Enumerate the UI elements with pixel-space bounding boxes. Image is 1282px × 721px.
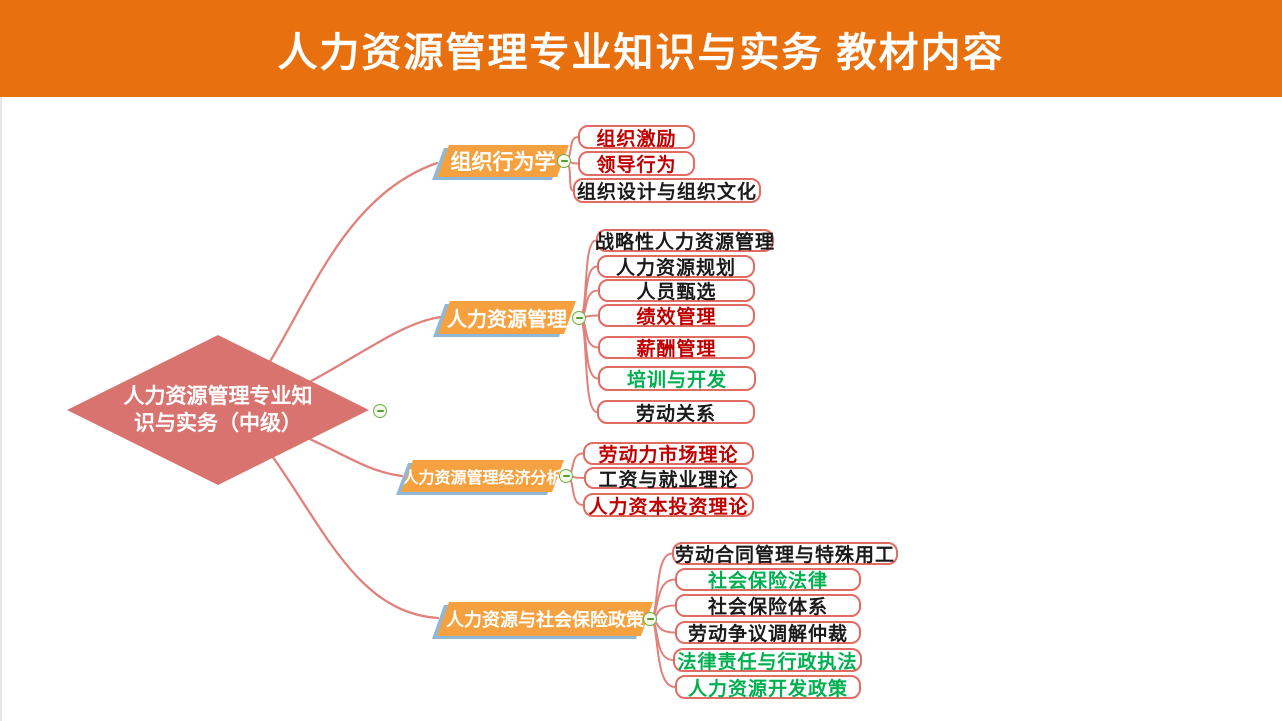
branch-label-shape: 人力资源管理 xyxy=(438,301,576,334)
branch-label: 组织行为学 xyxy=(450,151,556,174)
child-topic-label: 人力资源开发政策 xyxy=(687,678,848,700)
child-topic-node[interactable]: 培训与开发 xyxy=(598,366,756,391)
branch-label: 人力资源管理 xyxy=(447,309,567,331)
child-topic-label: 人员甄选 xyxy=(636,282,717,303)
child-topic-node[interactable]: 组织设计与组织文化 xyxy=(573,178,761,203)
child-topic-label: 劳动关系 xyxy=(635,403,716,425)
collapse-button-branch-1[interactable] xyxy=(557,154,571,168)
child-topic-label: 劳动合同管理与特殊用工 xyxy=(674,545,895,566)
child-topic-node[interactable]: 社会保险法律 xyxy=(675,568,861,592)
child-topic-node[interactable]: 战略性人力资源管理 xyxy=(595,229,776,253)
child-topic-node[interactable]: 劳动力市场理论 xyxy=(583,442,754,466)
child-topic-label: 绩效管理 xyxy=(636,307,717,328)
connector-line xyxy=(578,317,599,380)
branch-node[interactable]: 组织行为学 xyxy=(437,145,569,177)
collapse-button-branch-4[interactable] xyxy=(643,612,657,626)
branch-node[interactable]: 人力资源管理经济分析 xyxy=(401,460,564,492)
branch-label-shape: 人力资源管理经济分析 xyxy=(401,460,564,492)
child-topic-label: 劳动争议调解仲裁 xyxy=(687,624,848,645)
minus-icon xyxy=(646,618,654,620)
child-topic-label: 领导行为 xyxy=(596,155,677,176)
child-topic-label: 培训与开发 xyxy=(626,370,727,391)
branch-node[interactable]: 人力资源管理 xyxy=(438,301,576,334)
child-topic-node[interactable]: 人力资源开发政策 xyxy=(675,675,861,700)
child-topic-node[interactable]: 组织激励 xyxy=(578,125,695,150)
minus-icon xyxy=(562,475,570,477)
child-topic-label: 人力资源规划 xyxy=(615,258,736,279)
child-topic-node[interactable]: 社会保险体系 xyxy=(675,594,861,618)
child-topic-node[interactable]: 人力资本投资理论 xyxy=(583,493,754,518)
central-topic-label: 识与实务（中级） xyxy=(134,412,302,435)
child-topic-label: 工资与就业理论 xyxy=(598,469,739,491)
branch-label: 人力资源管理经济分析 xyxy=(402,470,563,487)
child-topic-node[interactable]: 法律责任与行政执法 xyxy=(673,648,862,673)
collapse-button-branch-3[interactable] xyxy=(559,469,573,483)
child-topic-label: 法律责任与行政执法 xyxy=(677,651,858,673)
child-topic-node[interactable]: 工资与就业理论 xyxy=(584,467,753,491)
branch-label: 人力资源与社会保险政策 xyxy=(446,610,644,630)
minus-icon xyxy=(575,317,583,319)
minus-icon xyxy=(376,410,384,412)
minus-icon xyxy=(560,160,568,162)
child-topic-label: 薪酬管理 xyxy=(636,339,717,360)
child-topic-label: 组织设计与组织文化 xyxy=(576,182,757,203)
child-topic-node[interactable]: 薪酬管理 xyxy=(598,336,755,360)
child-topic-node[interactable]: 劳动合同管理与特殊用工 xyxy=(672,542,898,566)
page-title: 人力资源管理专业知识与实务 教材内容 xyxy=(277,30,1005,75)
child-topic-node[interactable]: 劳动争议调解仲裁 xyxy=(675,621,861,645)
child-topic-label: 劳动力市场理论 xyxy=(598,445,739,466)
child-topic-node[interactable]: 人力资源规划 xyxy=(597,255,755,279)
collapse-button-branch-2[interactable] xyxy=(572,311,586,325)
collapse-button-root[interactable] xyxy=(373,404,387,418)
connector-line xyxy=(578,265,598,319)
child-topic-node[interactable]: 劳动关系 xyxy=(597,400,755,425)
child-topic-label: 战略性人力资源管理 xyxy=(595,232,776,253)
child-topic-label: 组织激励 xyxy=(596,128,677,150)
branch-label-shape: 组织行为学 xyxy=(437,145,569,177)
branch-label-shape: 人力资源与社会保险政策 xyxy=(437,602,653,636)
child-topic-label: 社会保险法律 xyxy=(707,571,828,592)
child-topic-node[interactable]: 绩效管理 xyxy=(598,304,755,328)
child-topic-node[interactable]: 人员甄选 xyxy=(598,279,755,303)
header-banner: 人力资源管理专业知识与实务 教材内容 xyxy=(0,0,1282,97)
child-topic-label: 社会保险体系 xyxy=(707,597,828,618)
child-topic-node[interactable]: 领导行为 xyxy=(578,151,695,176)
branch-node[interactable]: 人力资源与社会保险政策 xyxy=(437,602,653,636)
child-topic-label: 人力资本投资理论 xyxy=(588,496,749,518)
central-topic-label: 人力资源管理专业知 xyxy=(123,385,313,408)
